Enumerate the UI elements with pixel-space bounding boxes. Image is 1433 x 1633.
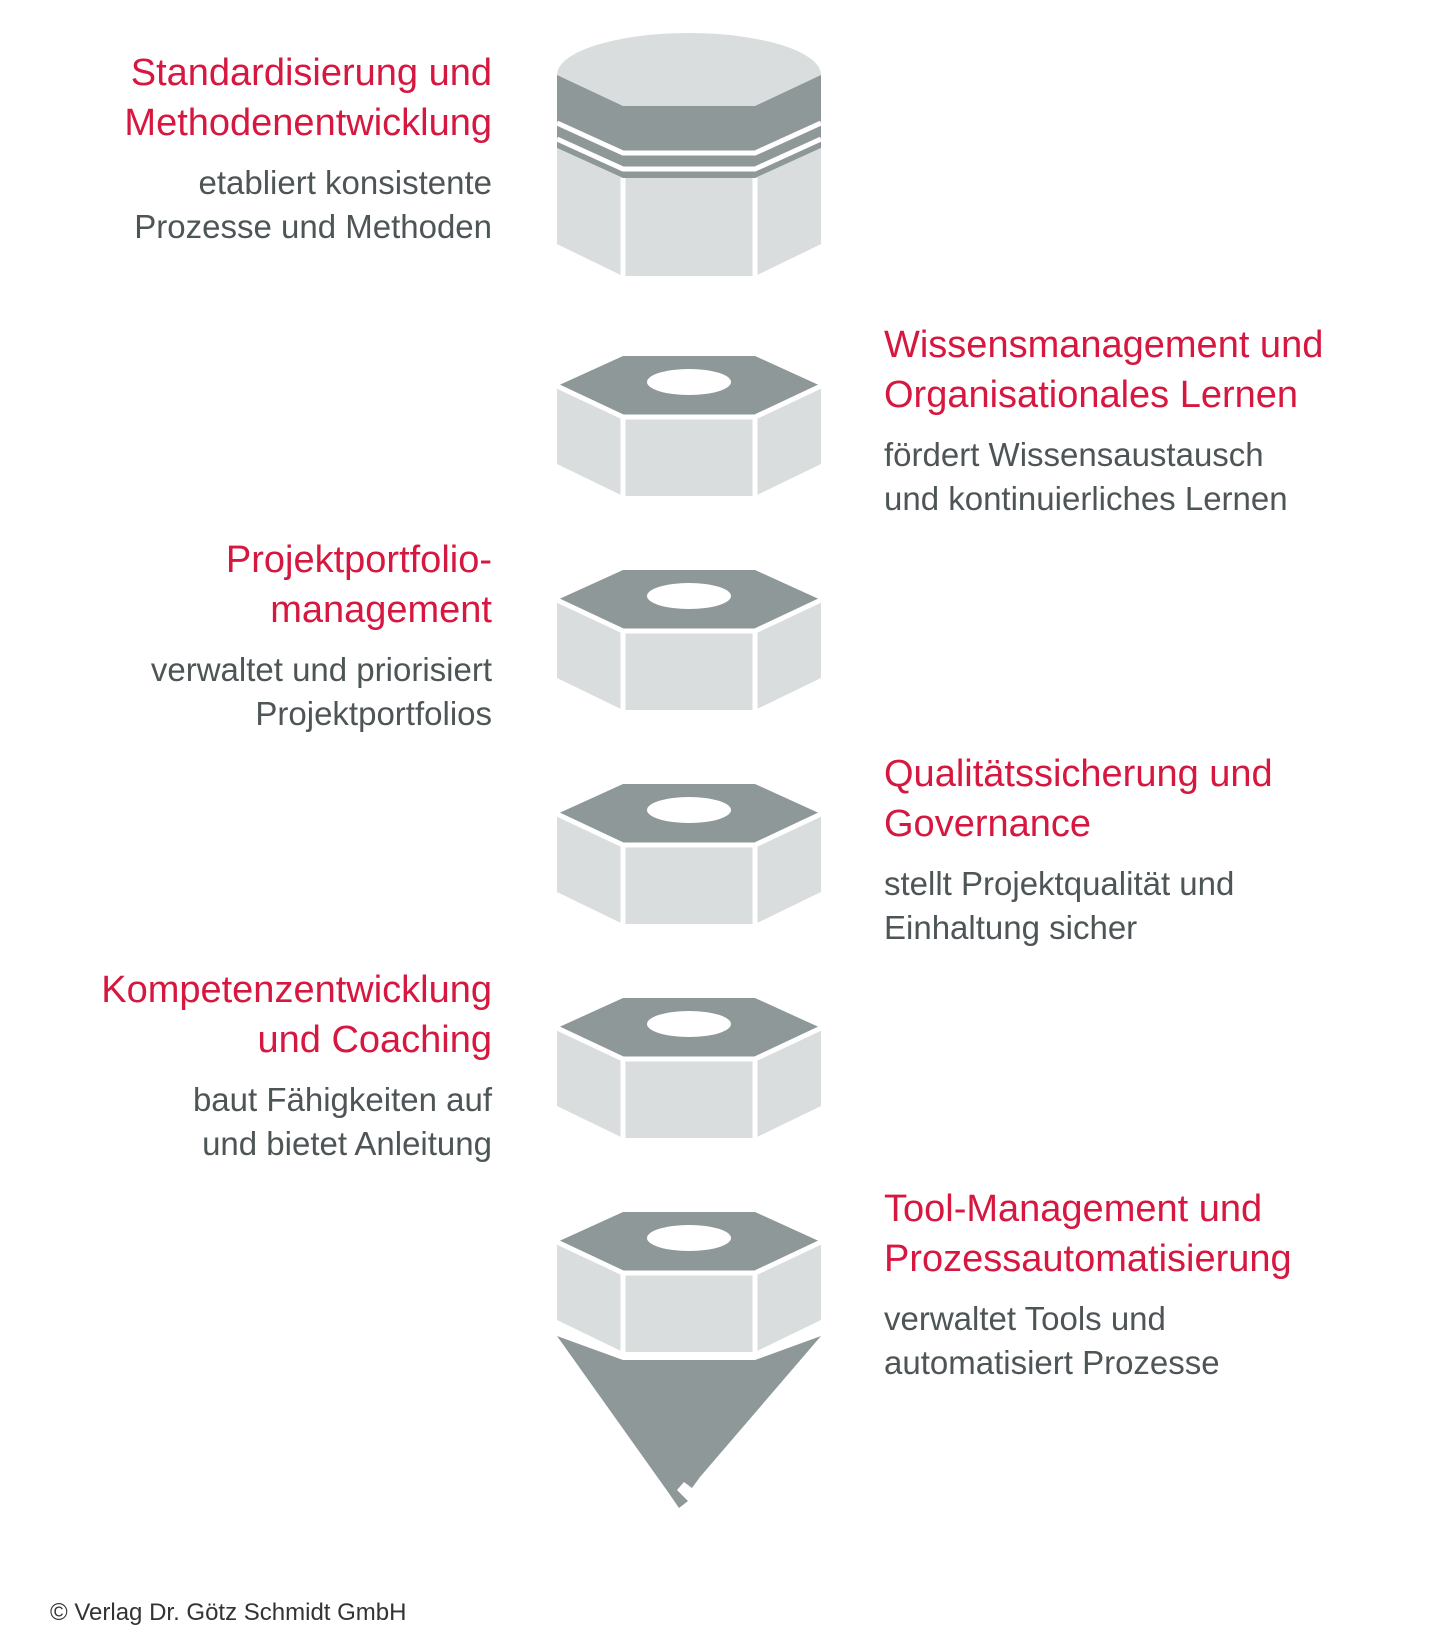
copyright-notice: © Verlag Dr. Götz Schmidt GmbH	[50, 1599, 407, 1626]
hex-nut-icon	[555, 784, 823, 924]
module-description-line: Einhaltung sicher	[884, 909, 1138, 946]
module-description-line: stellt Projektqualität und	[884, 865, 1235, 902]
module-title-line: Tool-Management und	[884, 1188, 1263, 1230]
hex-nut-icon	[555, 998, 823, 1138]
module-description: verwaltet und priorisiert Projektportfol…	[52, 648, 492, 736]
module-description-line: etabliert konsistente	[198, 164, 492, 201]
module-description-line: Projektportfolios	[255, 695, 492, 732]
module-description-line: und bietet Anleitung	[202, 1125, 492, 1162]
module-description-line: und kontinuierliches Lernen	[884, 480, 1288, 517]
module-description-line: fördert Wissensaustausch	[884, 436, 1264, 473]
module-title-line: Prozessautomatisierung	[884, 1238, 1292, 1280]
module-title: Projektportfolio- management	[52, 535, 492, 635]
module-title-line: Kompetenzentwicklung	[101, 969, 492, 1011]
module-title-line: Qualitätssicherung und	[884, 753, 1273, 795]
module-title-line: management	[270, 589, 492, 631]
module-description: verwaltet Tools und automatisiert Prozes…	[884, 1297, 1324, 1385]
module-description: stellt Projektqualität und Einhaltung si…	[884, 862, 1324, 950]
module-label: Kompetenzentwicklung und Coaching baut F…	[52, 965, 492, 1166]
module-label: Projektportfolio- management verwaltet u…	[52, 535, 492, 736]
module-title: Tool-Management und Prozessautomatisieru…	[884, 1184, 1324, 1284]
module-title-line: Governance	[884, 803, 1092, 845]
module-description-line: automatisiert Prozesse	[884, 1344, 1220, 1381]
bolt-head-icon	[555, 33, 823, 276]
module-label: Qualitätssicherung und Governance stellt…	[884, 749, 1324, 950]
module-title-line: Methodenentwicklung	[124, 102, 492, 144]
module-title: Qualitätssicherung und Governance	[884, 749, 1324, 849]
module-label: Standardisierung und Methodenentwicklung…	[52, 48, 492, 249]
module-title-line: Projektportfolio-	[225, 539, 492, 581]
module-label: Tool-Management und Prozessautomatisieru…	[884, 1184, 1324, 1385]
module-title-line: Wissensmanagement und	[884, 324, 1324, 366]
module-description: fördert Wissensaustausch und kontinuierl…	[884, 433, 1324, 521]
module-title: Kompetenzentwicklung und Coaching	[52, 965, 492, 1065]
module-title: Wissensmanagement und Organisationales L…	[884, 320, 1324, 420]
hex-nut-spike-icon	[555, 1212, 823, 1508]
module-title: Standardisierung und Methodenentwicklung	[52, 48, 492, 148]
module-description-line: verwaltet Tools und	[884, 1300, 1166, 1337]
module-title-line: Standardisierung und	[130, 52, 492, 94]
module-description-line: baut Fähigkeiten auf	[192, 1081, 492, 1118]
module-description-line: Prozesse und Methoden	[134, 208, 492, 245]
module-title-line: und Coaching	[257, 1019, 492, 1061]
hex-nut-icon	[555, 570, 823, 710]
module-description: baut Fähigkeiten auf und bietet Anleitun…	[52, 1078, 492, 1166]
module-description: etabliert konsistente Prozesse und Metho…	[52, 161, 492, 249]
module-title-line: Organisationales Lernen	[884, 374, 1299, 416]
module-description-line: verwaltet und priorisiert	[150, 651, 492, 688]
hex-nut-icon	[555, 356, 823, 496]
module-label: Wissensmanagement und Organisationales L…	[884, 320, 1324, 521]
